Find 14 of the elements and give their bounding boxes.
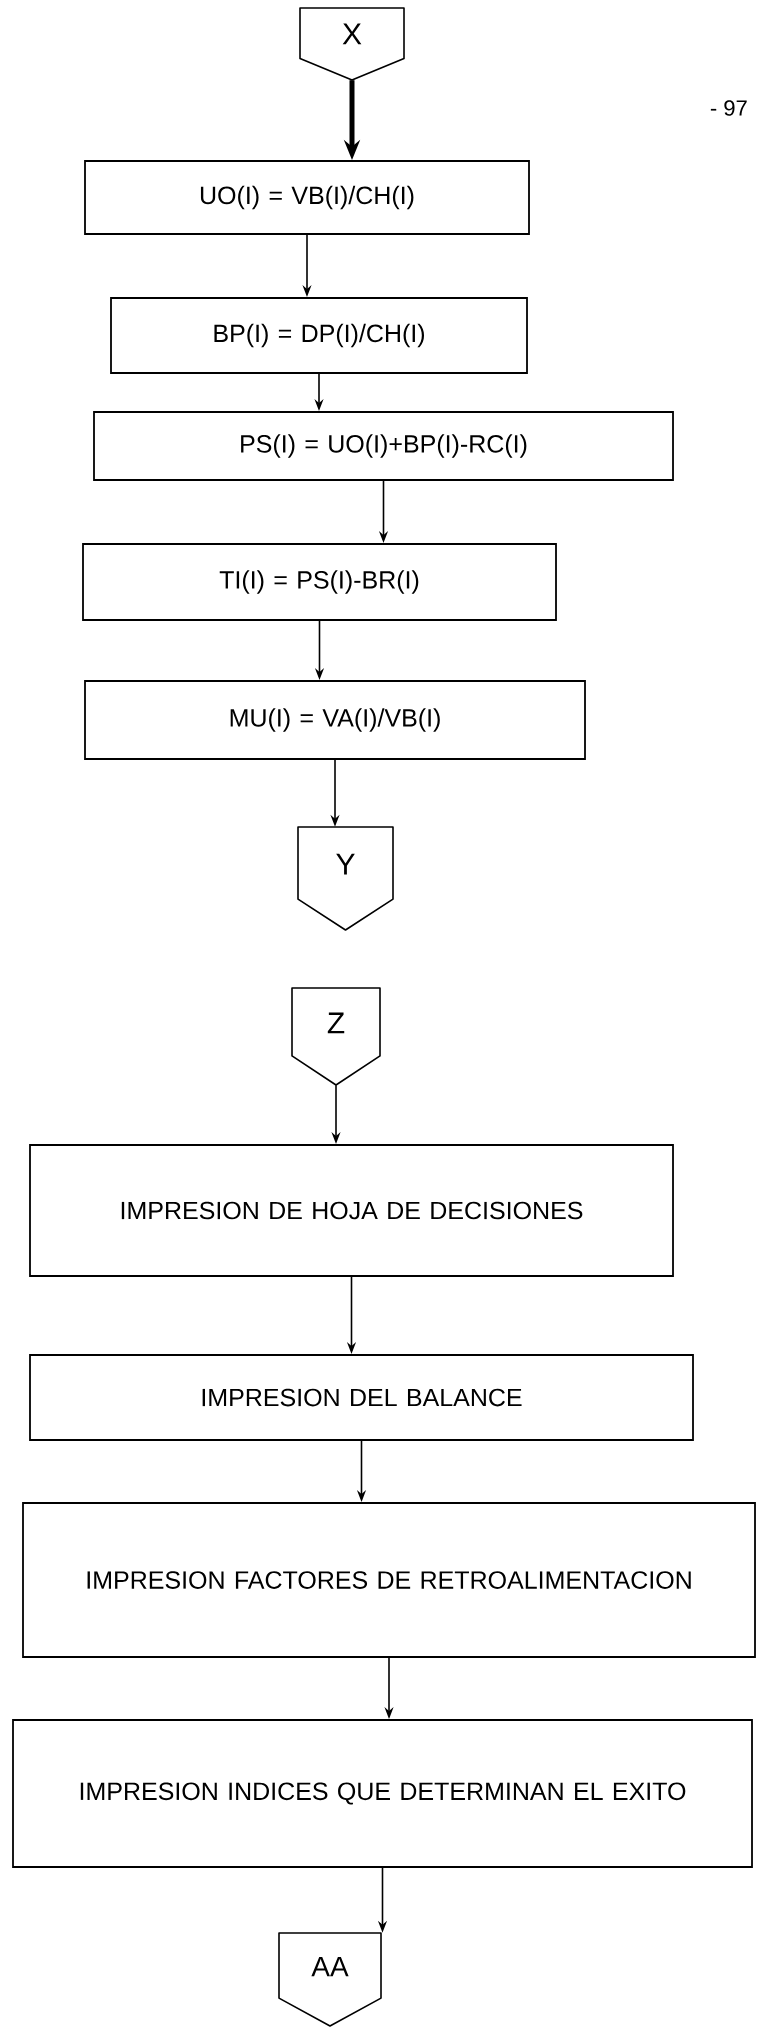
connector-pentagon: Z: [291, 987, 381, 1086]
page-number: - 97: [710, 100, 747, 116]
process-box: IMPRESION FACTORES DE RETROALIMENTACION: [22, 1502, 756, 1658]
process-box: PS(I) = UO(I)+BP(I)-RC(I): [93, 411, 674, 481]
process-box: BP(I) = DP(I)/CH(I): [110, 297, 528, 374]
process-box: MU(I) = VA(I)/VB(I): [84, 680, 586, 760]
process-box: UO(I) = VB(I)/CH(I): [84, 160, 530, 235]
connector-pentagon: Y: [297, 826, 394, 931]
process-box: IMPRESION INDICES QUE DETERMINAN EL EXITO: [12, 1719, 753, 1868]
connector-pentagon: AA: [278, 1932, 382, 2027]
connector-pentagon: X: [299, 7, 405, 81]
process-box: IMPRESION DEL BALANCE: [29, 1354, 694, 1441]
process-box: TI(I) = PS(I)-BR(I): [82, 543, 557, 621]
process-box: IMPRESION DE HOJA DE DECISIONES: [29, 1144, 674, 1277]
